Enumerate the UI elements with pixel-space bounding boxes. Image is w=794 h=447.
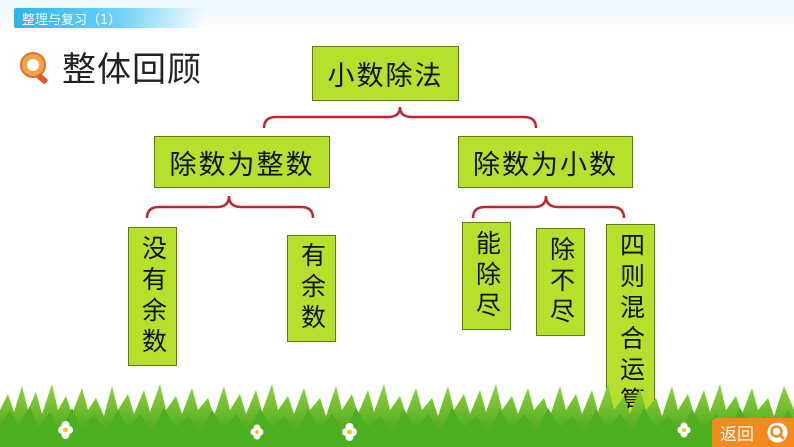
flower-icon <box>58 421 73 439</box>
leaf-with-remainder-label: 有余数 <box>297 242 327 335</box>
right-branch-node: 除数为小数 <box>458 136 633 188</box>
leaf-with-remainder: 有余数 <box>287 235 336 342</box>
section-title: 整体回顾 <box>62 50 202 90</box>
back-button[interactable]: 返回 <box>712 418 794 447</box>
root-node-label: 小数除法 <box>327 61 444 92</box>
left-branch-label: 除数为整数 <box>169 149 315 181</box>
leaf-divisible: 能除尽 <box>462 222 511 330</box>
leaf-not-divisible: 除不尽 <box>536 228 585 336</box>
leaf-no-remainder: 没有余数 <box>128 227 177 366</box>
leaf-not-divisible-label: 除不尽 <box>546 235 576 329</box>
leaf-no-remainder-label: 没有余数 <box>138 234 168 359</box>
right-bracket <box>471 195 626 219</box>
leaf-mixed-operations: 四则混合运算 <box>606 224 655 426</box>
lesson-tab-label: 整理与复习（1） <box>22 13 122 28</box>
leaf-mixed-operations-label: 四则混合运算 <box>616 232 646 418</box>
root-node: 小数除法 <box>312 46 459 101</box>
lesson-tab: 整理与复习（1） <box>14 8 204 28</box>
left-bracket <box>145 195 315 219</box>
left-branch-node: 除数为整数 <box>154 136 330 188</box>
leaf-divisible-label: 能除尽 <box>472 229 502 323</box>
top-bar: 整理与复习（1） <box>0 0 794 32</box>
grass-decoration <box>0 384 794 447</box>
magnifier-logo-icon <box>20 52 48 84</box>
back-button-label: 返回 <box>720 425 754 445</box>
right-branch-label: 除数为小数 <box>473 149 618 181</box>
root-bracket <box>262 106 538 129</box>
magnifier-icon <box>767 422 788 443</box>
